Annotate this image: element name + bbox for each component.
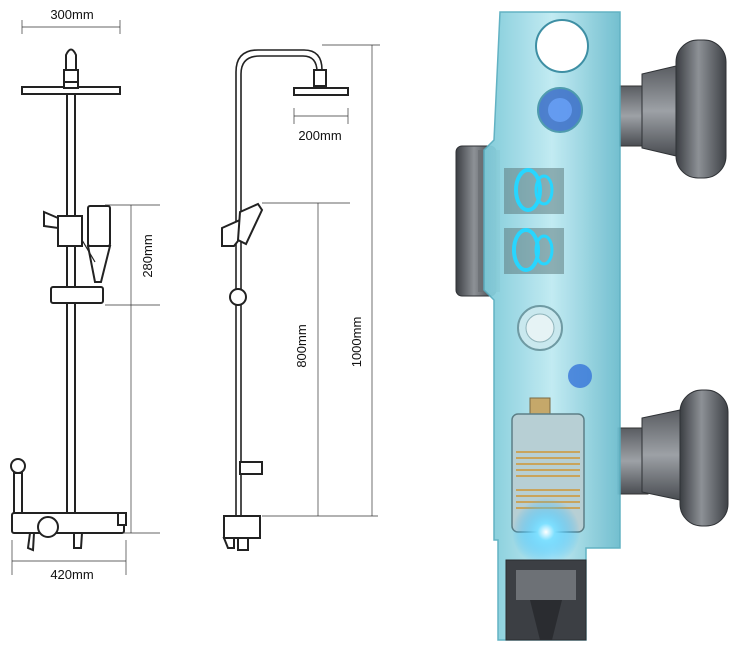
lower-hex-nut (641, 409, 681, 501)
upper-handle-knob (675, 39, 727, 179)
dim-300mm: 300mm (50, 7, 93, 22)
dim-420mm: 420mm (50, 567, 93, 582)
lower-handle-knob (679, 389, 729, 527)
dim-1000mm: 1000mm (349, 317, 364, 368)
upper-hex-nut (641, 65, 677, 157)
thermostatic-mixer-cutaway (455, 11, 729, 641)
front-view-drawing: 300mm 280mm (10, 7, 160, 582)
water-flow-glow (512, 498, 580, 566)
dim-800mm: 800mm (294, 324, 309, 367)
dim-200mm: 200mm (298, 128, 341, 143)
top-outlet-port (535, 19, 589, 73)
side-view-drawing: 200mm 800mm 1000mm (221, 44, 380, 551)
cold-water-ring (514, 168, 542, 212)
check-valve (568, 364, 592, 388)
hot-water-ring (512, 228, 540, 272)
dim-280mm: 280mm (140, 234, 155, 277)
